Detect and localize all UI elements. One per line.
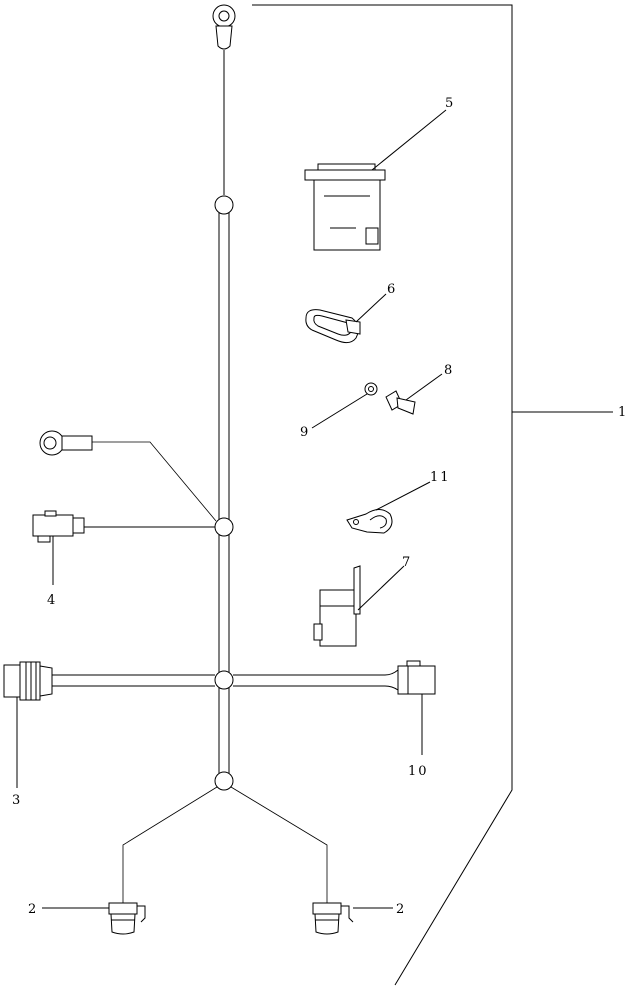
bottom-split — [122, 786, 328, 903]
junction-node — [214, 670, 234, 690]
callout-4: 4 — [47, 593, 57, 608]
washer-part-9 — [311, 382, 378, 429]
connector-2-left — [108, 902, 146, 935]
callout-10: 10 — [408, 764, 429, 779]
top-ring-terminal — [212, 4, 236, 195]
loop-strap-part-6 — [305, 293, 387, 344]
junction-node — [214, 517, 234, 537]
callout-3: 3 — [12, 793, 22, 808]
bolt-part-8 — [385, 373, 443, 415]
rocker-switch-part-5 — [304, 109, 447, 251]
junction-node — [214, 771, 234, 791]
connector-4 — [32, 510, 215, 585]
callout-5: 5 — [445, 96, 455, 111]
callout-2-right: 2 — [396, 902, 406, 917]
callout-1: 1 — [618, 405, 628, 420]
connector-10 — [397, 660, 436, 755]
connector-3 — [3, 661, 53, 788]
horizontal-branch — [52, 669, 399, 691]
p-clip-part-11 — [346, 481, 431, 534]
assembly-bracket — [252, 4, 513, 986]
callout-9: 9 — [300, 425, 310, 440]
callout-6: 6 — [387, 282, 397, 297]
callout-7: 7 — [402, 555, 412, 570]
callout-2-left: 2 — [28, 902, 38, 917]
connector-2-right — [312, 902, 354, 935]
junction-node — [214, 195, 234, 215]
left-ring-terminal — [39, 430, 217, 522]
callout-11: 11 — [430, 470, 451, 485]
relay-part-7 — [313, 565, 405, 647]
callout-8: 8 — [444, 363, 454, 378]
